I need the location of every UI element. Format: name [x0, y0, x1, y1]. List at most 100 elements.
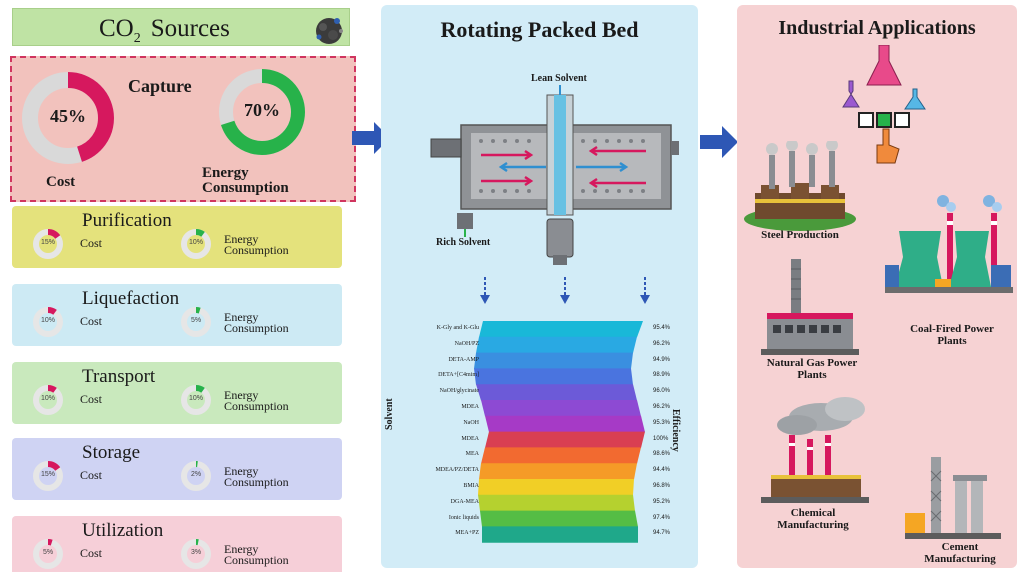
stage-cost-ring [33, 307, 63, 337]
stage-energy-label-line1: Energy [224, 388, 259, 402]
stage-cost-percent: 15% [40, 471, 55, 478]
cement-label-line2: Manufacturing [924, 553, 996, 565]
cement-label-line1: Cement [941, 541, 979, 553]
sources-text: Sources [150, 15, 230, 42]
solvent-name: DETA+[C4mim] [438, 372, 479, 379]
solvent-band [474, 368, 633, 385]
stage-energy-percent: 10% [188, 239, 203, 246]
capture-cost-ring [22, 72, 114, 164]
stage-title: Transport [82, 366, 156, 387]
solvent-name: Ionic liquids [448, 514, 479, 521]
solvent-band [481, 447, 641, 464]
stage-cost-donut: 15% [32, 228, 64, 260]
apps-title: Industrial Applications [778, 17, 976, 39]
stage-energy-donut: 3% [180, 538, 212, 570]
stage-cost-donut: 15% [32, 460, 64, 492]
donut-arc [181, 229, 211, 259]
cement-manufacturing-icon [905, 457, 1001, 539]
stage-cost-label: Cost [80, 236, 103, 250]
donut-arc [33, 385, 63, 415]
solvent-efficiency: 97.4% [653, 514, 671, 521]
solvent-efficiency: 100% [653, 435, 669, 442]
solvent-efficiency: 96.0% [653, 388, 671, 395]
stage-energy-ring [181, 539, 211, 569]
solvent-axis-label: Solvent [384, 398, 395, 430]
solvent-band [474, 352, 633, 369]
capture-energy-percent: 70% [244, 100, 280, 120]
solvent-name: BMIA [463, 483, 479, 489]
solvent-name: NaOH [463, 419, 479, 426]
rpb-device-icon [430, 85, 679, 265]
arrow-down-icon [640, 277, 650, 304]
solvent-name: MEA [465, 451, 479, 458]
coal-fired-label: Coal-Fired Power Plants [891, 323, 1013, 347]
stage-cost-ring [33, 385, 63, 415]
arrow-down-icon [560, 277, 570, 304]
donut-arc [181, 307, 211, 337]
stage-energy-percent: 10% [188, 395, 203, 402]
solvent-efficiency: 96.8% [653, 483, 671, 489]
natural-gas-label-line1: Natural Gas Power [766, 357, 858, 369]
coal-fired-label-line2: Plants [937, 335, 967, 347]
chemical-label-line1: Chemical [790, 507, 836, 519]
stage-energy-label-line2: Consumption [224, 475, 289, 489]
natural-gas-power-plant-icon [761, 259, 859, 355]
arrow-right-icon [700, 126, 738, 158]
stage-cost-label: Cost [80, 392, 103, 406]
solvent-efficiency: 95.3% [653, 419, 671, 426]
solvent-name: MDEA [461, 435, 479, 442]
solvent-efficiency: 94.4% [653, 467, 671, 474]
arrow-right-icon [352, 122, 390, 154]
capture-cost-donut: 45% [20, 70, 116, 166]
stage-energy-ring [181, 461, 211, 491]
co2-molecule-icon [316, 18, 343, 44]
donut-arc [22, 72, 114, 164]
rich-solvent-label: Rich Solvent [436, 237, 491, 248]
donut-arc [33, 229, 63, 259]
co2-subscript: 2 [133, 31, 141, 46]
solvent-efficiency: 98.6% [653, 451, 671, 458]
solvent-efficiency: 98.9% [653, 372, 671, 379]
lean-solvent-label: Lean Solvent [531, 73, 587, 84]
stage-title: Purification [82, 210, 172, 231]
coal-fired-power-plant-icon [885, 195, 1013, 293]
donut-arc [33, 461, 63, 491]
stage-energy-donut: 10% [180, 384, 212, 416]
stage-energy-label-line1: Energy [224, 464, 259, 478]
donut-arc [181, 539, 211, 569]
stage-energy-ring [181, 229, 211, 259]
stage-energy-ring [181, 307, 211, 337]
solvent-band [485, 415, 645, 433]
rpb-title: Rotating Packed Bed [440, 17, 639, 42]
laboratory-flask-icon [842, 45, 926, 164]
stage-cost-label: Cost [80, 468, 103, 482]
steel-production-label: Steel Production [761, 229, 839, 241]
solvent-band [480, 510, 638, 527]
efficiency-axis-label: Efficiency [670, 409, 681, 452]
stage-cost-percent: 5% [42, 549, 54, 556]
capture-cost-percent: 45% [50, 106, 86, 126]
cement-label: Cement Manufacturing [907, 541, 1013, 565]
stage-cost-label: Cost [80, 546, 103, 560]
co2-text: CO [99, 15, 134, 42]
solvent-efficiency: 95.2% [653, 498, 671, 505]
stage-cost-ring [33, 539, 63, 569]
stage-energy-label-line2: Consumption [224, 243, 289, 257]
capture-title: Capture [128, 76, 192, 96]
stage-energy-percent: 5% [190, 317, 202, 324]
solvent-name: DETA-AMP [448, 356, 479, 363]
stage-energy-percent: 3% [190, 549, 202, 556]
capture-energy-label-line2: Consumption [202, 180, 289, 196]
capture-energy-label: Energy Consumption [202, 166, 289, 196]
stage-energy-label-line1: Energy [224, 310, 259, 324]
solvent-name: K-Gly and K-Glu [436, 325, 479, 331]
stage-cost-label: Cost [80, 314, 103, 328]
co2-sources-header: CO2 Sources [12, 8, 350, 46]
stage-cost-percent: 10% [40, 395, 55, 402]
